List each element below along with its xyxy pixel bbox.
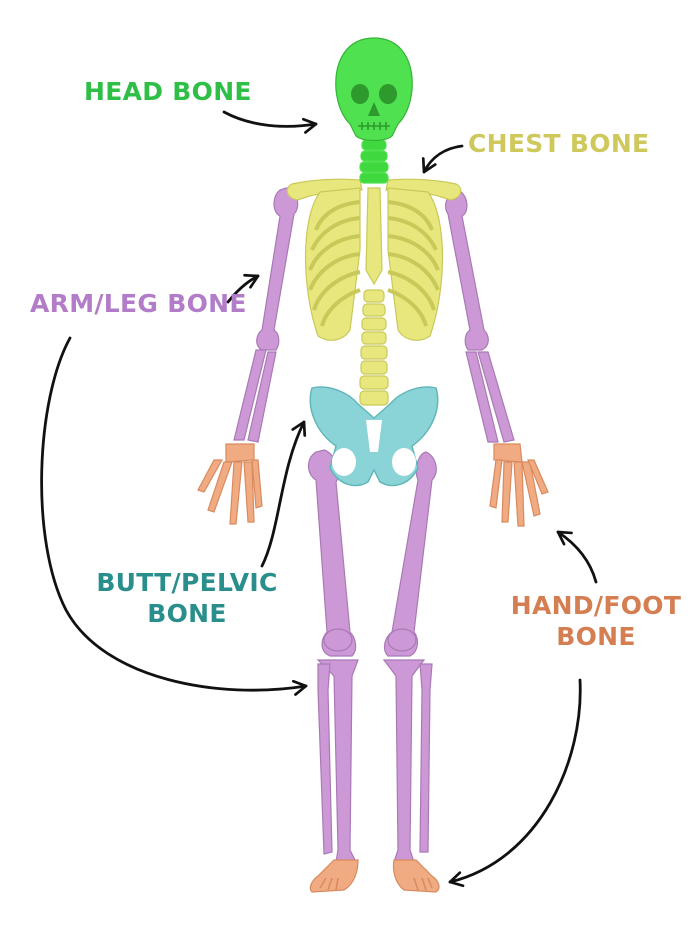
spine: [359, 289, 389, 406]
label-hand-line2: BONE: [556, 622, 636, 651]
label-head-bone: HEAD BONE: [84, 77, 252, 106]
chest-bones: [286, 178, 462, 406]
arrow-arm: [226, 273, 260, 304]
right-humerus: [445, 189, 489, 351]
arrow-leg: [40, 336, 308, 696]
left-fibula: [317, 663, 333, 855]
arrow-foot: [448, 678, 582, 888]
skull: [335, 37, 413, 142]
label-hand-line1: HAND/FOOT: [510, 591, 682, 620]
hand-bones: [197, 443, 549, 527]
arrow-hand: [556, 530, 598, 584]
label-chest-bone: CHEST BONE: [468, 129, 650, 158]
label-butt-line2: BONE: [147, 599, 227, 628]
right-femur: [383, 451, 437, 657]
arrow-chest: [421, 144, 464, 174]
rib-lines: [308, 200, 440, 327]
arrows: [40, 110, 598, 888]
left-ulna: [247, 351, 277, 443]
right-radius: [477, 351, 515, 443]
right-patella: [387, 628, 417, 652]
right-fibula: [419, 663, 433, 853]
left-foot: [309, 859, 359, 893]
right-carpals: [493, 443, 523, 463]
right-tibia: [382, 659, 426, 863]
foot-bones: [309, 859, 440, 893]
label-butt-line1: BUTT/PELVIC: [96, 568, 278, 597]
left-radius: [233, 349, 267, 441]
label-butt-pelvic-bone: BUTT/PELVIC BONE: [92, 567, 282, 629]
leg-bones: [307, 449, 437, 863]
neck-bones: [359, 139, 389, 184]
label-arm-leg-bone: ARM/LEG BONE: [30, 289, 247, 318]
arrow-pelvic: [260, 420, 307, 568]
label-hand-foot-bone: HAND/FOOT BONE: [506, 590, 686, 652]
left-humerus: [256, 187, 299, 351]
pelvis: [309, 386, 439, 487]
sternum: [365, 187, 383, 286]
arm-bones: [233, 187, 515, 443]
right-foot: [392, 859, 440, 893]
left-carpals: [225, 443, 255, 463]
right-ulna: [465, 351, 499, 443]
arrow-head: [222, 110, 318, 134]
left-patella: [323, 628, 353, 652]
